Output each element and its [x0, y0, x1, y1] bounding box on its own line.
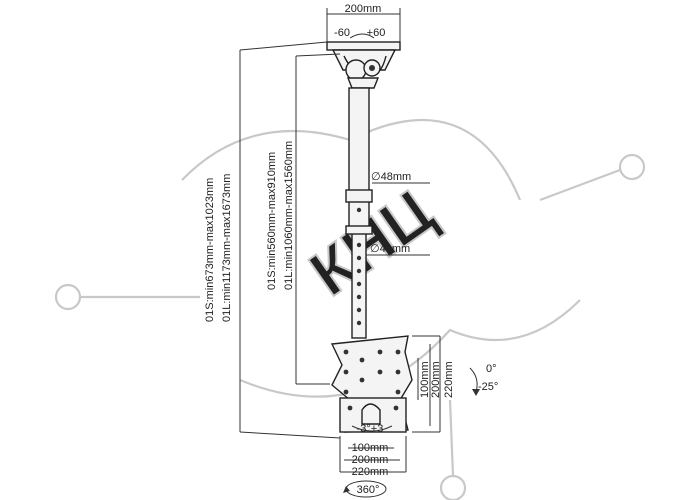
vesa-vertical-label-3: 220mm [443, 361, 455, 398]
rotation-indicator: 360° [343, 480, 387, 498]
watermark-circle-right [618, 153, 646, 181]
watermark-circle-bottom [439, 474, 467, 500]
pole-diameter-callouts: ∅48mm ∅40mm [366, 171, 430, 256]
vesa-horizontal-label-1: 100mm [352, 442, 389, 454]
pole [345, 87, 373, 339]
tilt-top-label: 0° [486, 363, 497, 375]
rotation-label: 360° [357, 484, 380, 496]
vesa-plate [330, 335, 413, 433]
pole-outer-tube [348, 87, 370, 229]
vesa-horizontal-label-2: 200mm [352, 454, 389, 466]
pole-height-short: 01S:min560mm-max910mm [266, 152, 278, 290]
tilt-bottom-label: -25° [478, 381, 498, 393]
vesa-horizontal-label-3: 220mm [352, 466, 389, 478]
top-bracket-dimension: 200mm -60 +60 [326, 3, 401, 42]
ceiling-bracket [326, 41, 401, 89]
top-bracket-width-label: 200mm [345, 3, 382, 15]
overall-height-long: 01L:min1173mm-max1673mm [221, 174, 233, 322]
pole-height-long: 01L:min1060mm-max1560mm [283, 141, 295, 290]
swivel-label: -3°+3 [357, 423, 384, 435]
tilt-indicator: 0° -25° [469, 363, 498, 396]
overall-height-dimension: 01S:min673mm-max1023mm 01L:min1173mm-max… [204, 41, 341, 439]
pole-inner-diameter: ∅40mm [370, 243, 410, 255]
watermark-line-3 [448, 399, 455, 477]
watermark-curve-bottom [239, 299, 581, 398]
pole-height-dimension: 01S:min560mm-max910mm 01L:min1060mm-max1… [266, 53, 341, 385]
tilt-right-label: +60 [367, 27, 386, 39]
overall-height-short: 01S:min673mm-max1023mm [204, 178, 216, 322]
tilt-arrow [349, 33, 375, 39]
vesa-horizontal-dimensions: 100mm 200mm 220mm [339, 436, 407, 478]
watermark-circle-left [54, 283, 82, 311]
pole-adjust-holes [356, 207, 362, 326]
tilt-left-label: -60 [334, 27, 350, 39]
vesa-vertical-label-2: 200mm [430, 361, 442, 398]
vesa-vertical-label-1: 100mm [419, 361, 431, 398]
pole-outer-diameter: ∅48mm [371, 171, 411, 183]
vesa-vertical-dimensions: 100mm 200mm 220mm [412, 335, 455, 433]
watermark-line-2 [539, 168, 621, 202]
